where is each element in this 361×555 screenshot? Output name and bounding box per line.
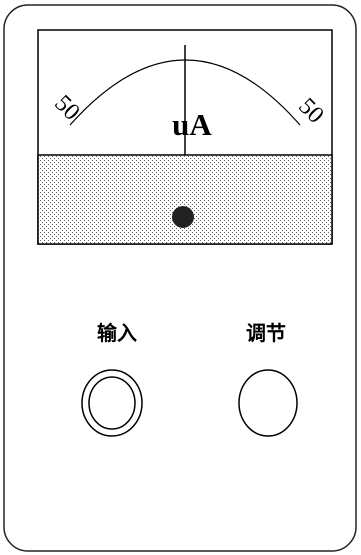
adjust-knob-icon[interactable] bbox=[238, 369, 298, 437]
double-ring-terminal-icon[interactable] bbox=[81, 369, 143, 437]
zero-adjust-screw-icon[interactable] bbox=[172, 206, 194, 228]
meter-display: 50 50 uA bbox=[37, 29, 333, 245]
adjust-label: 调节 bbox=[246, 321, 286, 345]
unit-label: uA bbox=[172, 107, 212, 142]
input-label: 输入 bbox=[97, 321, 137, 345]
dotted-panel bbox=[37, 154, 333, 245]
input-terminal-inner bbox=[88, 376, 136, 430]
